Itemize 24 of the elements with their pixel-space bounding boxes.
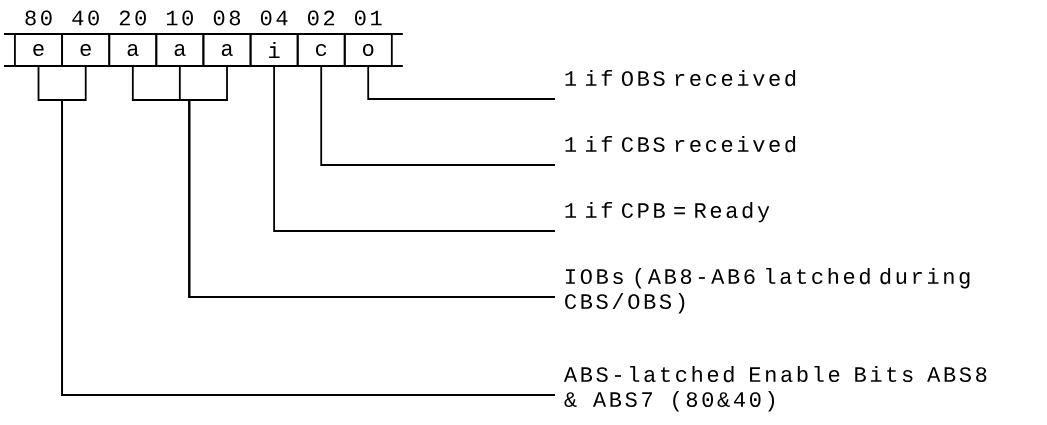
bit-cell: a [108,33,158,67]
bit-weight: 40 [72,10,99,26]
bit-cell: i [249,33,299,67]
bit-weight: 10 [166,10,193,26]
description-text: 1 if OBS received [565,69,796,87]
bit-cell: a [202,33,252,67]
bit-cell: o [343,33,393,67]
bit-cell: c [296,33,346,67]
bit-weight: 02 [308,10,335,26]
bit-weight: 08 [213,10,241,26]
description-text: 1 if CPB = Ready [565,201,770,223]
description-text: ABS-latched Enable Bits ABS8 & ABS7 (80&40) [563,365,987,412]
leader-line [273,66,556,232]
bit-cell: e [61,33,111,67]
leader-line [320,66,556,166]
bit-weight: 80 [25,10,52,26]
bit-cell: a [155,33,205,67]
description-text: 1 if CBS received [565,135,796,153]
bit-weight: 20 [119,10,146,26]
bit-cell: e [14,33,63,67]
bit-weight: 04 [260,10,288,26]
bit-weight: 01 [355,10,382,26]
description-text: IOBs (AB8-AB6 latched during CBS/OBS) [565,267,970,314]
leader-line [367,66,556,100]
